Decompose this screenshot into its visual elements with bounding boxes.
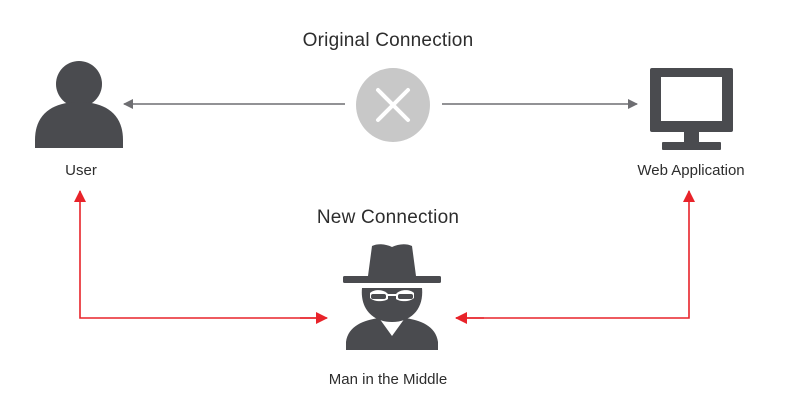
attacker-label: Man in the Middle: [328, 371, 448, 388]
original-connection-label: Original Connection: [302, 30, 474, 51]
new-connection-label: New Connection: [316, 207, 460, 228]
blocked-x-icon: [356, 68, 430, 142]
web-application-label: Web Application: [637, 162, 745, 179]
new-connection-arrow-webapp: [456, 190, 695, 319]
user-label: User: [65, 162, 97, 179]
user-icon: [35, 61, 123, 148]
monitor-icon: [650, 68, 733, 150]
spy-icon: [343, 244, 441, 350]
new-connection-arrow-user: [74, 190, 326, 319]
